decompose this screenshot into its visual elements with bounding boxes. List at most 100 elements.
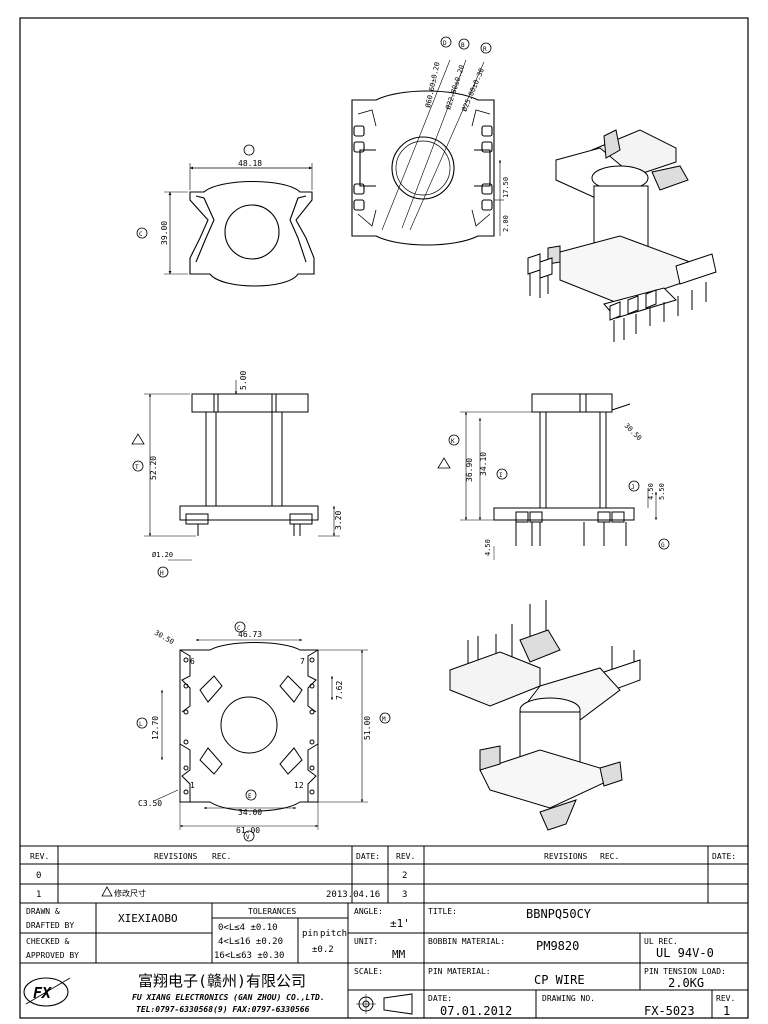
side-right-p1: 4.50 — [647, 483, 655, 500]
date-label: DATE: — [428, 994, 452, 1003]
title-value: BBNPQ50CY — [526, 907, 592, 921]
rev-label: REV. — [716, 994, 735, 1003]
side-right-balloon-g: G — [661, 542, 665, 549]
bottom-width-total: 61.00 — [236, 826, 260, 835]
view-flange — [351, 36, 504, 246]
angle-label: ANGLE: — [354, 907, 383, 916]
bottom-chamfer: C3.50 — [138, 799, 162, 808]
drawing-no-label: DRAWING NO. — [542, 994, 595, 1003]
bottom-pin-12: 12 — [294, 781, 304, 790]
flange-dia-core: Ø25.00±0.30 — [460, 67, 485, 113]
side-right-height-2: 34.10 — [479, 452, 488, 476]
bobbin-label: BOBBIN MATERIAL: — [428, 937, 505, 946]
side-right-p2: 5.50 — [658, 483, 666, 500]
drawn-label-2: DRAFTED BY — [26, 921, 74, 930]
view-side-right — [437, 393, 670, 560]
company-name-cn: 富翔电子(赣州)有限公司 — [138, 972, 306, 990]
bottom-balloon-m: M — [382, 716, 386, 723]
pin-material-value: CP WIRE — [534, 973, 585, 987]
flange-t1: 2.00 — [502, 215, 510, 232]
row0-rev2: 2 — [402, 871, 407, 881]
tolerance-row-3: 16<L≤63 ±0.30 — [214, 951, 284, 961]
checked-label-1: CHECKED & — [26, 937, 70, 946]
flange-t2: 17.50 — [502, 177, 510, 198]
side-left-height: 52.20 — [149, 456, 158, 480]
bottom-height: 51.00 — [363, 716, 372, 740]
view-top-plan — [136, 144, 315, 287]
flange-balloon-b: B — [461, 42, 465, 49]
top-height-dim: 39.00 — [160, 221, 169, 245]
unit-label: UNIT: — [354, 937, 378, 946]
drafter-name: XIEXIAOBO — [118, 912, 178, 925]
pin-material-label: PIN MATERIAL: — [428, 967, 491, 976]
company-name-en: FU XIANG ELECTRONICS (GAN ZHOU) CO.,LTD. — [132, 993, 325, 1002]
side-left-pin-balloon: H — [160, 570, 164, 577]
header-rev-2: REV. — [396, 852, 415, 861]
date-value: 07.01.2012 — [440, 1004, 512, 1018]
bottom-width-top: 46.73 — [238, 630, 262, 639]
flange-balloon-r: R — [483, 46, 487, 53]
tolerances-label: TOLERANCES — [248, 907, 296, 916]
drawn-label-1: DRAWN & — [26, 907, 60, 916]
bottom-pin-7: 7 — [300, 657, 305, 666]
header-rec-2: REC. — [600, 852, 619, 861]
bottom-pin-pitch: 12.70 — [151, 716, 160, 740]
header-date-2: DATE: — [712, 852, 736, 861]
bottom-balloon-c: C — [237, 625, 241, 632]
row1-rev: 1 — [36, 890, 41, 900]
tension-value: 2.0KG — [668, 976, 704, 990]
pin-pitch-label-1: pin — [302, 929, 318, 939]
company-logo-mark: FX — [33, 984, 52, 1002]
view-bottom-plan — [136, 621, 391, 842]
ul-label: UL REC. — [644, 937, 678, 946]
revision-warning-icon — [101, 886, 113, 897]
tension-label: PIN TENSION LOAD: — [644, 967, 726, 976]
side-right-balloon-j: J — [631, 484, 635, 491]
bottom-balloon-l: L — [139, 721, 143, 728]
title-label: TITLE: — [428, 907, 457, 916]
header-revisions-2: REVISIONS — [544, 852, 588, 861]
flange-dia-outer: Ø60.60±0.20 — [424, 61, 441, 108]
row1-desc: 修改尺寸 — [114, 888, 146, 898]
angle-value: ±1' — [390, 917, 410, 930]
header-date: DATE: — [356, 852, 380, 861]
checked-label-2: APPROVED BY — [26, 951, 79, 960]
view-isometric-upper — [527, 129, 717, 342]
bottom-angle: 30.50 — [153, 629, 175, 646]
bobbin-value: PM9820 — [536, 939, 579, 953]
projection-symbol-icon — [356, 993, 413, 1015]
side-right-angle: 30.50 — [623, 422, 644, 443]
side-left-balloon: T — [135, 464, 139, 471]
header-revisions: REVISIONS — [154, 852, 198, 861]
side-right-balloon-i: I — [499, 472, 503, 479]
row0-rev: 0 — [36, 871, 41, 881]
side-left-pin-offset: 3.20 — [334, 511, 343, 530]
pin-pitch-value: ±0.2 — [312, 945, 334, 955]
ul-value: UL 94V-0 — [656, 946, 714, 960]
title-block-grid — [19, 845, 749, 1019]
bottom-side-dim: 7.62 — [335, 681, 344, 700]
tolerance-row-1: 0<L≤4 ±0.10 — [218, 923, 278, 933]
tolerance-row-2: 4<L≤16 ±0.20 — [218, 937, 283, 947]
row1-date: 2013.04.16 — [326, 890, 380, 900]
top-balloon: C — [139, 231, 143, 238]
view-side-left — [131, 380, 340, 578]
bottom-balloon-e: E — [248, 793, 252, 800]
flange-balloon-d: D — [443, 40, 447, 47]
drawing-no-value: FX-5023 — [644, 1004, 695, 1018]
view-isometric-lower — [449, 600, 641, 831]
side-right-p3: 4.50 — [484, 539, 492, 556]
side-right-height-1: 36.90 — [465, 458, 474, 482]
top-width-dim: 48.18 — [238, 159, 262, 168]
bottom-pin-6: 6 — [190, 657, 195, 666]
rev-value: 1 — [723, 1004, 730, 1018]
bottom-width-bottom: 34.00 — [238, 808, 262, 817]
pin-pitch-label-2: pitch — [320, 929, 347, 939]
row1-rev2: 3 — [402, 890, 407, 900]
header-rec: REC. — [212, 852, 231, 861]
bottom-balloon-v: V — [246, 834, 250, 841]
company-logo: FX — [23, 977, 71, 1007]
bottom-pin-1: 1 — [190, 781, 195, 790]
scale-label: SCALE: — [354, 967, 383, 976]
